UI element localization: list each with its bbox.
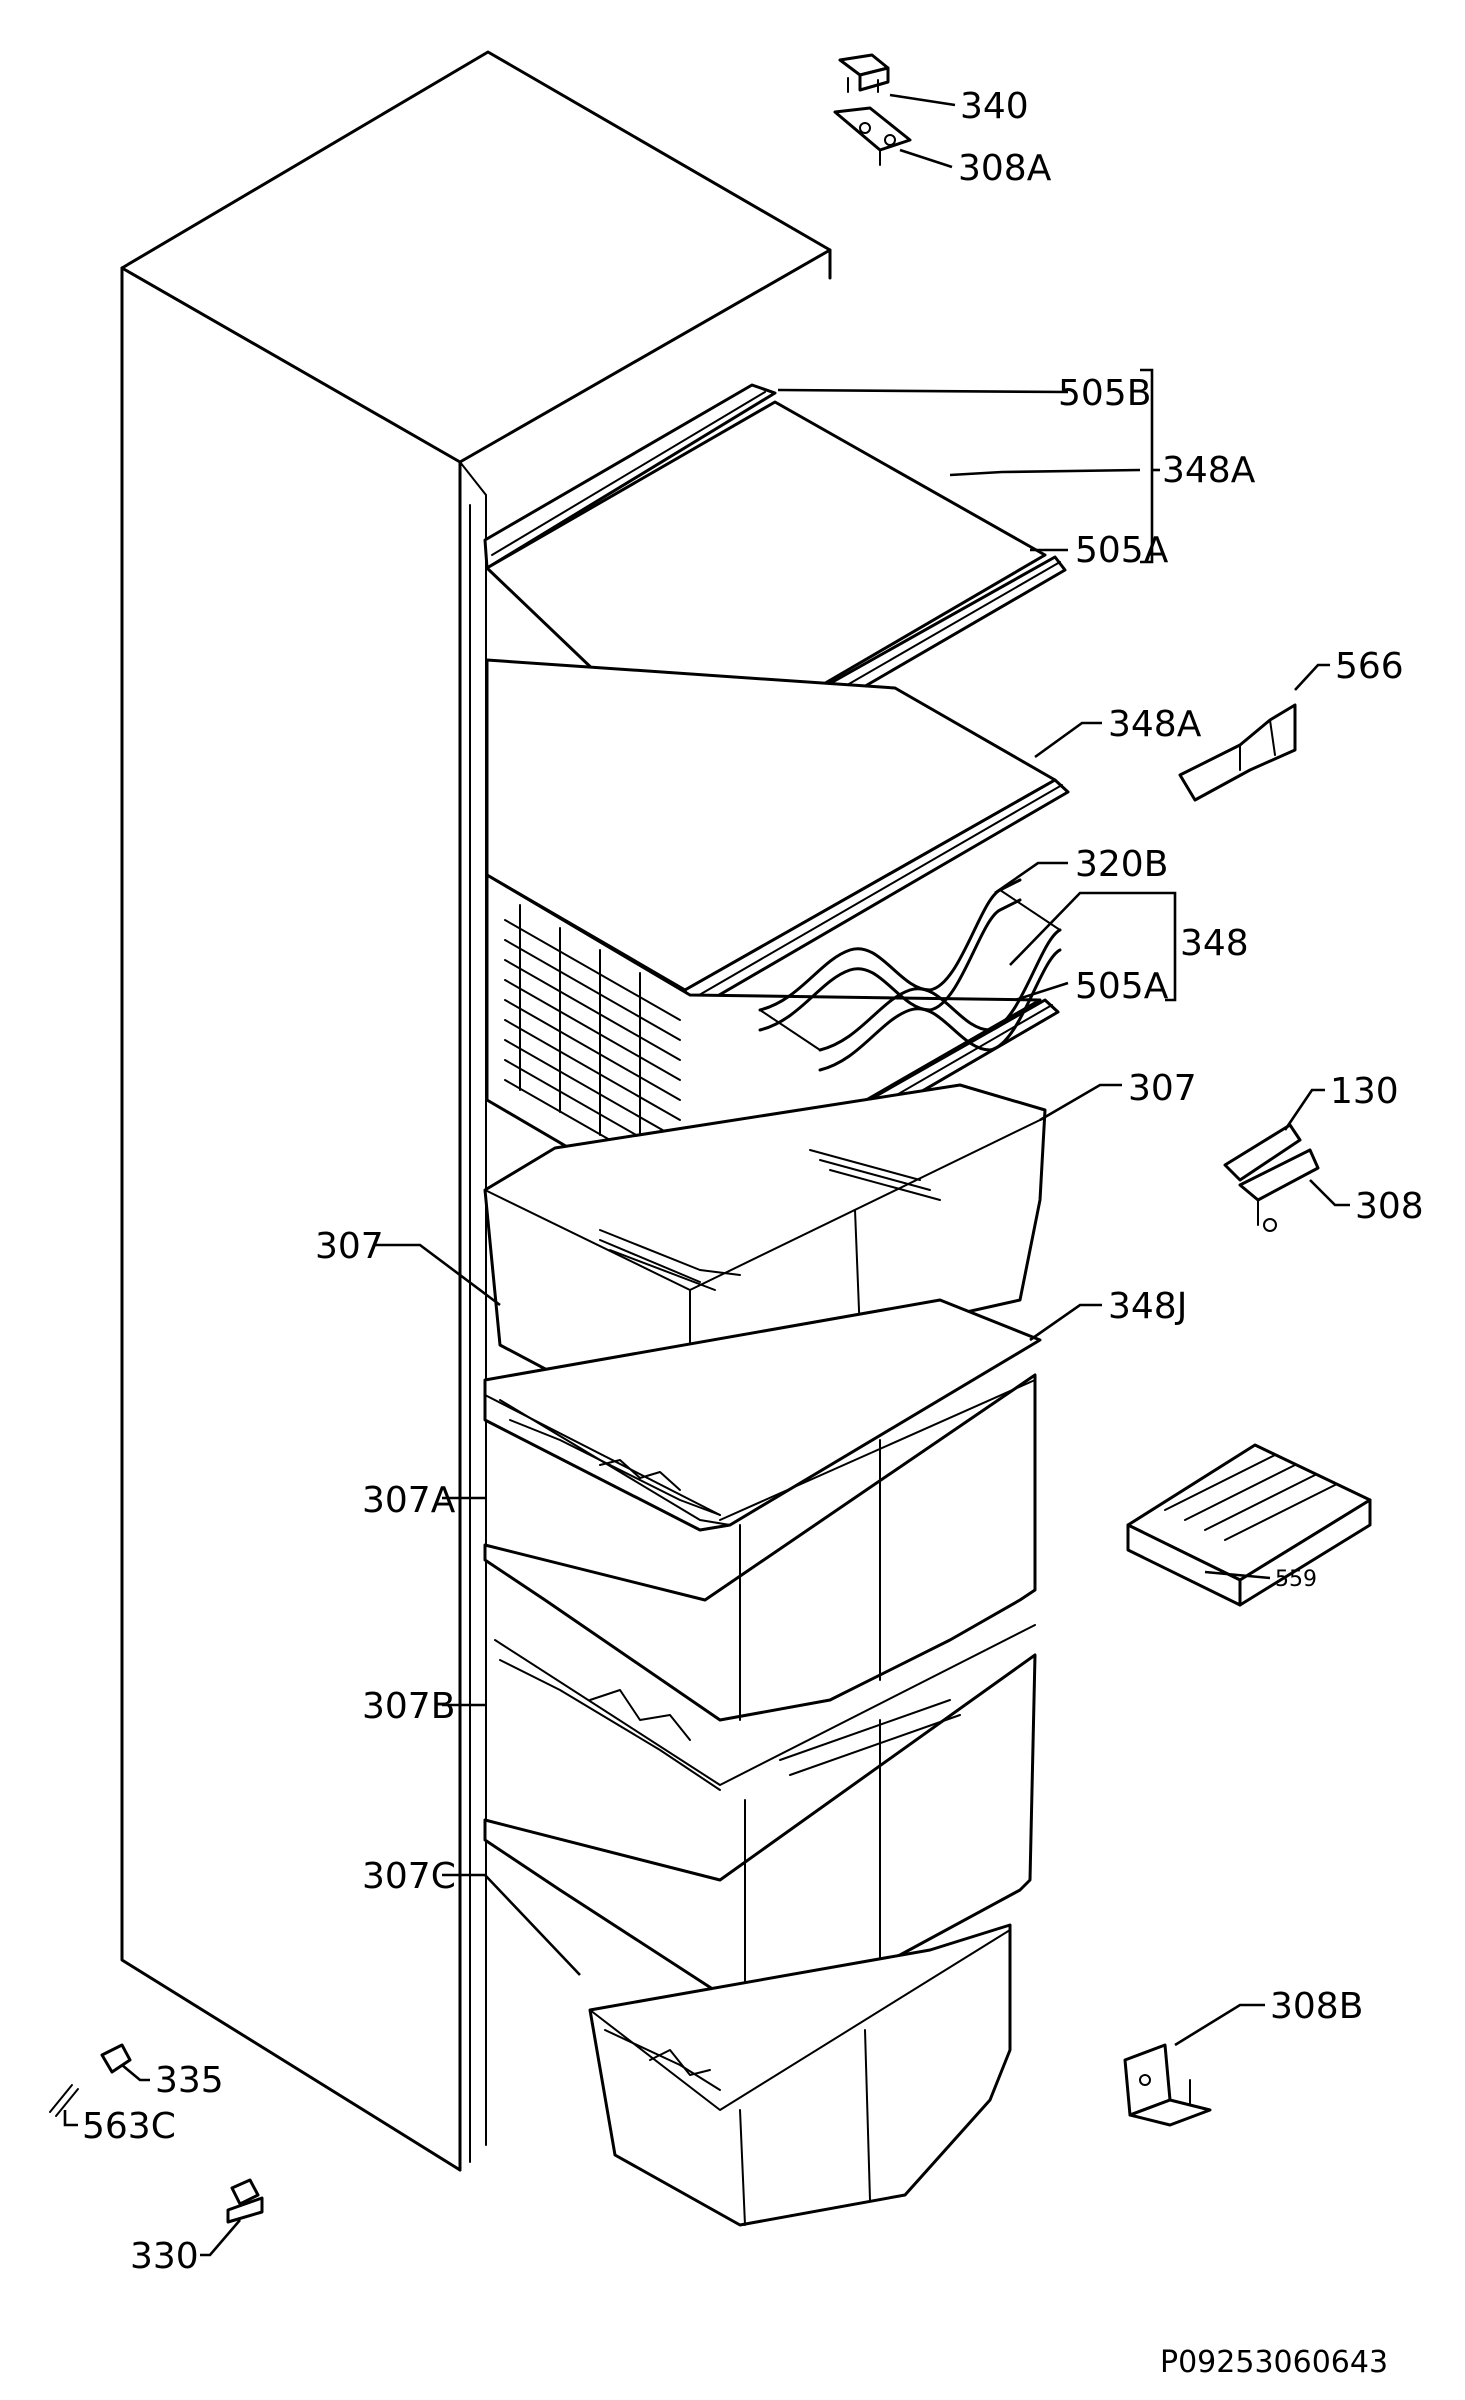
label-130: 130 bbox=[1330, 1071, 1399, 1112]
leader-lines bbox=[63, 93, 1350, 2257]
label-348A-top: 348A bbox=[1162, 450, 1256, 491]
drawer-307C bbox=[588, 1923, 1012, 2227]
hinge-308A bbox=[833, 106, 912, 166]
label-307A: 307A bbox=[362, 1480, 456, 1521]
label-505A-mid: 505A bbox=[1075, 966, 1169, 1007]
foot-330 bbox=[226, 2178, 264, 2224]
label-335: 335 bbox=[155, 2060, 224, 2101]
label-330: 330 bbox=[130, 2236, 199, 2277]
label-307-right: 307 bbox=[1128, 1068, 1197, 1109]
label-563C: 563C bbox=[82, 2106, 176, 2147]
bracket-566 bbox=[1178, 703, 1297, 802]
label-505A-top: 505A bbox=[1075, 530, 1169, 571]
label-307B: 307B bbox=[362, 1686, 455, 1727]
drawing-reference-number: P09253060643 bbox=[1160, 2345, 1388, 2380]
label-320B: 320B bbox=[1075, 844, 1168, 885]
drawer-307A bbox=[483, 1373, 1037, 1722]
glass-shelf-348A-mid bbox=[485, 658, 1070, 1014]
label-559: 559 bbox=[1275, 1567, 1317, 1592]
spacer-335-pin-563C bbox=[49, 2043, 132, 2117]
hinge-130-308 bbox=[1223, 1123, 1320, 1232]
label-348: 348 bbox=[1180, 923, 1249, 964]
label-307-left: 307 bbox=[315, 1226, 384, 1267]
label-340: 340 bbox=[960, 86, 1029, 127]
hinge-308B bbox=[1123, 2043, 1212, 2127]
label-307C: 307C bbox=[362, 1856, 456, 1897]
label-348A-mid: 348A bbox=[1108, 704, 1202, 745]
bottle-rack-320B bbox=[758, 878, 1062, 1072]
part-labels: 340 308A 505B 348A 505A 566 348A 320B 34… bbox=[82, 86, 1424, 2380]
label-566: 566 bbox=[1335, 646, 1404, 687]
label-308B: 308B bbox=[1270, 1986, 1363, 2027]
label-505B: 505B bbox=[1058, 373, 1151, 414]
label-308: 308 bbox=[1355, 1186, 1424, 1227]
label-308A: 308A bbox=[958, 148, 1052, 189]
ice-tray-559 bbox=[1126, 1443, 1372, 1607]
label-348J: 348J bbox=[1108, 1286, 1187, 1327]
hinge-cap-340 bbox=[838, 53, 890, 93]
